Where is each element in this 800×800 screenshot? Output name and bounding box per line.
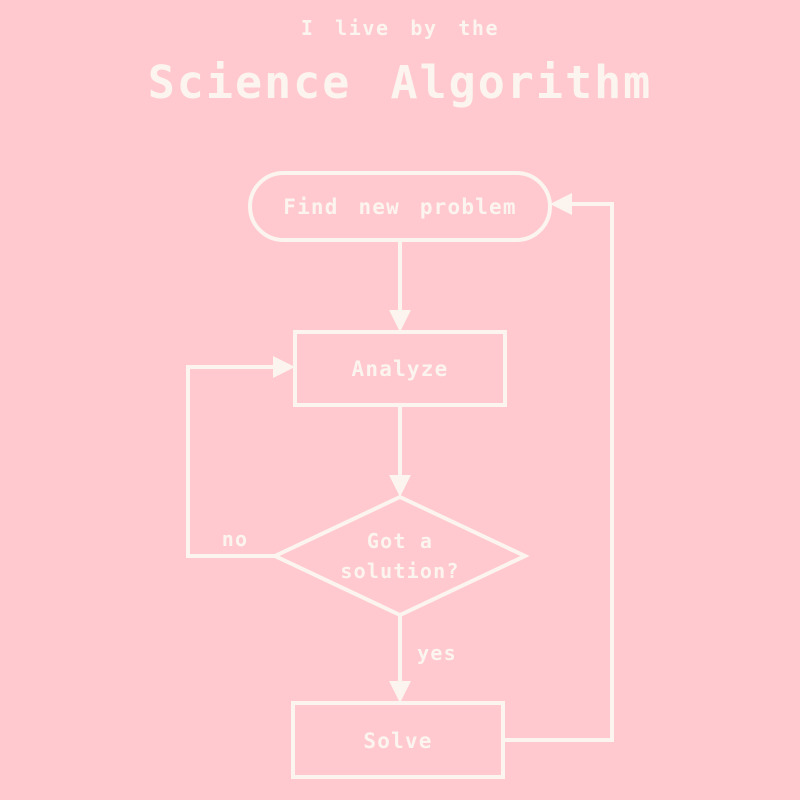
- arrowhead-down-decision: [389, 475, 411, 497]
- node-got-a-solution: [270, 494, 530, 618]
- node-solve-label: Solve: [363, 729, 432, 753]
- node-analyze: [293, 330, 507, 407]
- node-analyze-label: Analyze: [352, 357, 449, 381]
- arrowhead-down-analyze: [389, 310, 411, 332]
- node-find-new-problem-label: Find new problem: [283, 195, 517, 219]
- node-got-a-solution-label-line2: solution?: [340, 559, 459, 583]
- edge-solve-to-find-loop: [505, 202, 614, 742]
- edge-label-no: no: [222, 527, 248, 551]
- edge-no-loop: [186, 365, 281, 558]
- node-got-a-solution-label-line1: Got a: [367, 529, 433, 553]
- title-subtext: I live by the: [300, 16, 500, 40]
- edge-label-yes: yes: [417, 641, 457, 665]
- page-title: Science Algorithm: [147, 56, 653, 109]
- node-solve: [291, 701, 505, 779]
- arrowhead-right-analyze: [273, 356, 295, 378]
- arrowhead-left-find: [550, 193, 572, 215]
- node-find-new-problem: [248, 171, 552, 242]
- arrowhead-down-solve: [389, 681, 411, 703]
